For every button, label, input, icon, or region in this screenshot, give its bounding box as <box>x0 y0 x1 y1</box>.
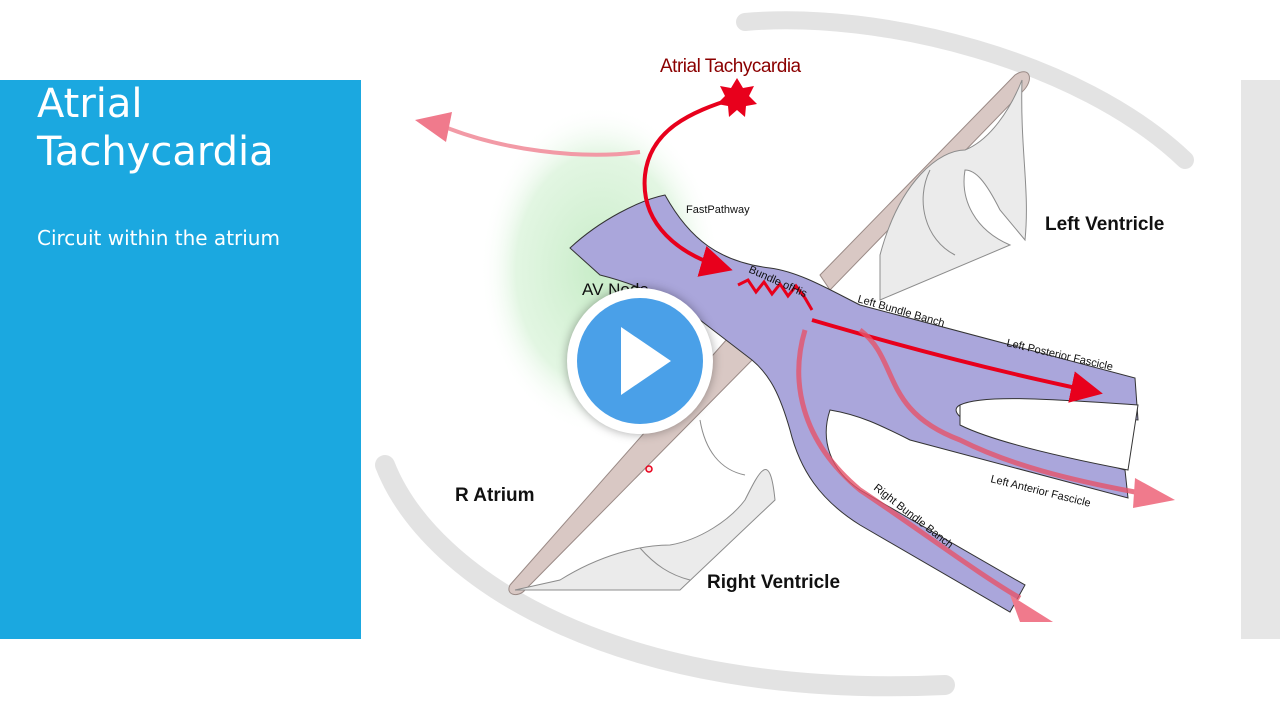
ectopic-focus-icon <box>717 78 757 117</box>
slide-title: Atrial Tachycardia <box>37 81 274 175</box>
impulse-right-bundle <box>796 329 1022 601</box>
fascicle-gap <box>959 398 1139 471</box>
fast-pathway-label: FastPathway <box>686 204 750 216</box>
pink-arrowhead-anterior <box>1133 478 1175 508</box>
left-ventricle-label: Left Ventricle <box>1045 214 1164 235</box>
outer-arc-bottom <box>375 455 955 697</box>
pink-arrowhead-left <box>415 112 452 142</box>
impulse-path-main <box>642 96 736 277</box>
play-button-face[interactable] <box>577 298 703 424</box>
rv-trabecula-1 <box>639 547 691 581</box>
marker-dot <box>645 465 653 473</box>
right-atrium-label: R Atrium <box>455 485 535 506</box>
left-ventricle-wall <box>879 79 1027 301</box>
slide-subtitle: Circuit within the atrium <box>37 226 280 250</box>
focus-label: Atrial Tachycardia <box>660 56 802 77</box>
pink-arrow-left <box>439 123 641 157</box>
right-ventricle-label: Right Ventricle <box>707 572 840 593</box>
right-ventricle-wall <box>514 469 776 591</box>
impulse-left-anterior <box>858 328 1136 495</box>
right-edge-bar <box>1241 80 1280 639</box>
outer-arc-top <box>736 11 1194 169</box>
play-button[interactable] <box>567 288 713 434</box>
pink-arrowhead-right <box>1010 595 1053 622</box>
impulse-left-posterior <box>811 318 1103 403</box>
rv-trabecula-2 <box>699 419 746 476</box>
impulse-zigzag <box>737 278 814 311</box>
title-panel <box>0 80 361 639</box>
lv-trabecula-1 <box>922 169 956 256</box>
play-icon <box>621 327 671 395</box>
